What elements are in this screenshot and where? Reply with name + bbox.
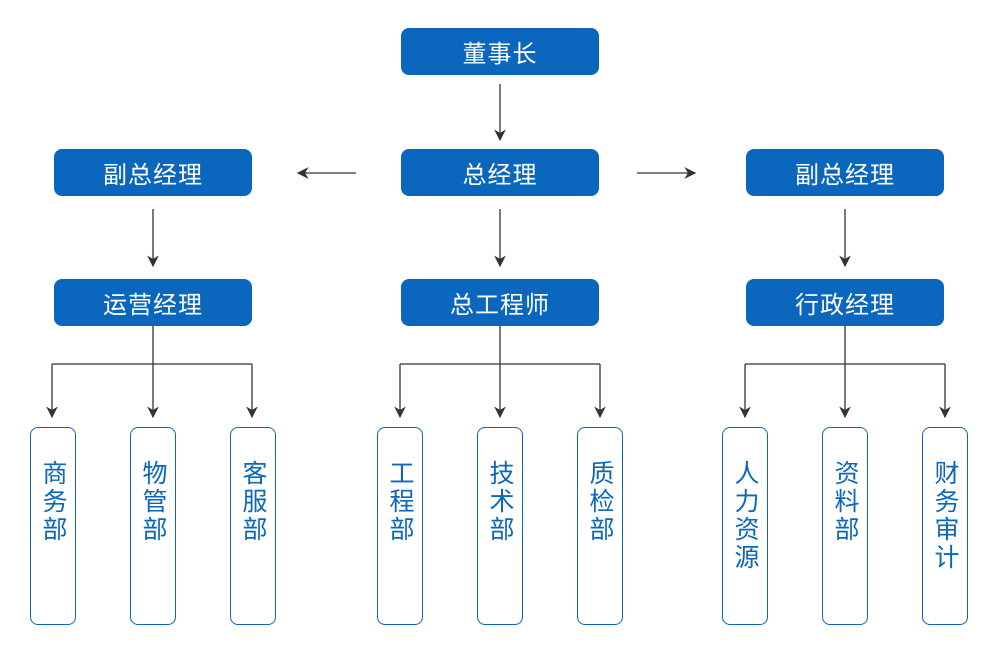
node-chief-engineer: 总工程师 xyxy=(401,279,599,326)
node-general-manager: 总经理 xyxy=(401,149,599,196)
branch-admin xyxy=(739,325,951,419)
dept-customer-service: 客服部 xyxy=(230,427,276,625)
node-operations-manager: 运营经理 xyxy=(54,279,252,326)
node-vice-gm-right: 副总经理 xyxy=(746,149,944,196)
dept-technology: 技术部 xyxy=(477,427,523,625)
branch-ops xyxy=(46,325,258,419)
node-admin-manager: 行政经理 xyxy=(746,279,944,326)
node-vice-gm-left: 副总经理 xyxy=(54,149,252,196)
node-chairman: 董事长 xyxy=(401,28,599,75)
dept-property-management: 物管部 xyxy=(130,427,176,625)
dept-records: 资料部 xyxy=(822,427,868,625)
dept-finance-audit: 财务审计 xyxy=(922,427,968,625)
branch-engineering xyxy=(394,325,606,419)
dept-engineering: 工程部 xyxy=(377,427,423,625)
dept-quality-inspection: 质检部 xyxy=(577,427,623,625)
dept-commerce: 商务部 xyxy=(30,427,76,625)
dept-human-resources: 人力资源 xyxy=(722,427,768,625)
